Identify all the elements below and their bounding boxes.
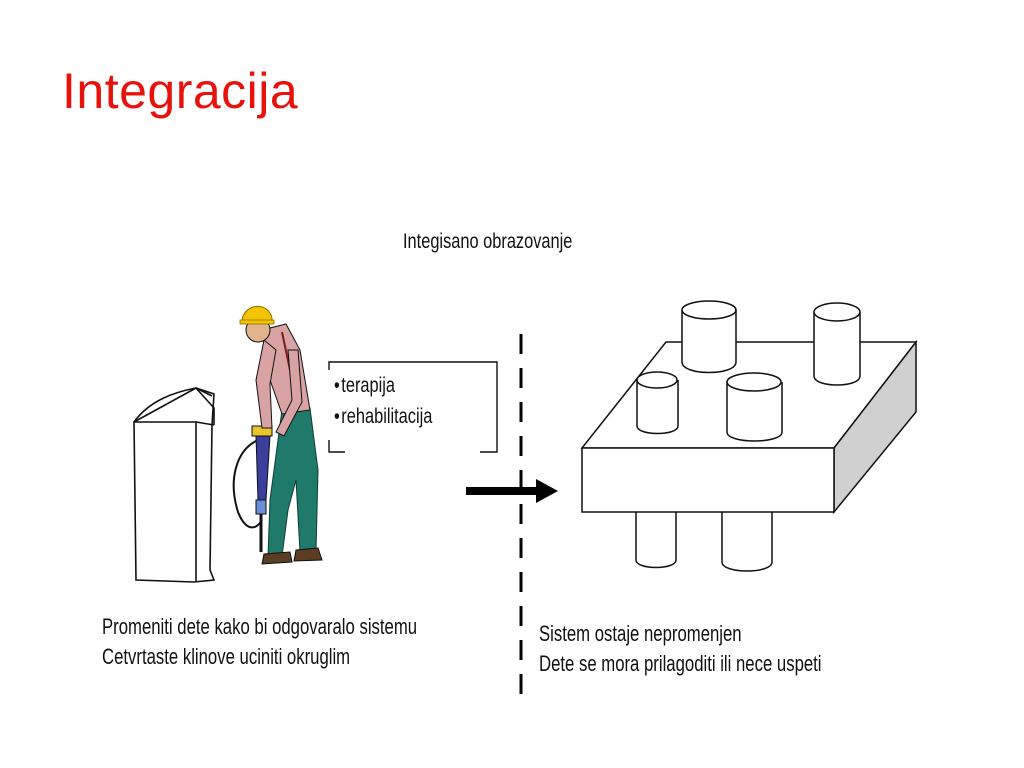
left-caption: Promeniti dete kako bi odgovaralo sistem… (102, 612, 417, 672)
bullet-box-frame (328, 361, 498, 453)
right-arrow (466, 479, 558, 503)
left-caption-line: Promeniti dete kako bi odgovaralo sistem… (102, 614, 418, 639)
slide-title: Integracija (62, 63, 299, 119)
left-caption-line: Cetvrtaste klinove uciniti okruglim (102, 644, 351, 669)
bullet-item: rehabilitacija (334, 401, 432, 432)
bullet-item: terapija (334, 370, 432, 401)
square-peg-illustration (133, 387, 216, 583)
bullet-list: terapija rehabilitacija (334, 370, 432, 432)
diagram-title: Integisano obrazovanje (403, 230, 573, 253)
round-peg-board-illustration (580, 300, 918, 572)
worker-jackhammer-illustration (232, 306, 323, 565)
right-caption: Sistem ostaje nepromenjen Dete se mora p… (539, 619, 822, 679)
right-caption-line: Dete se mora prilagoditi ili nece uspeti (539, 651, 822, 676)
right-caption-line: Sistem ostaje nepromenjen (539, 621, 742, 646)
